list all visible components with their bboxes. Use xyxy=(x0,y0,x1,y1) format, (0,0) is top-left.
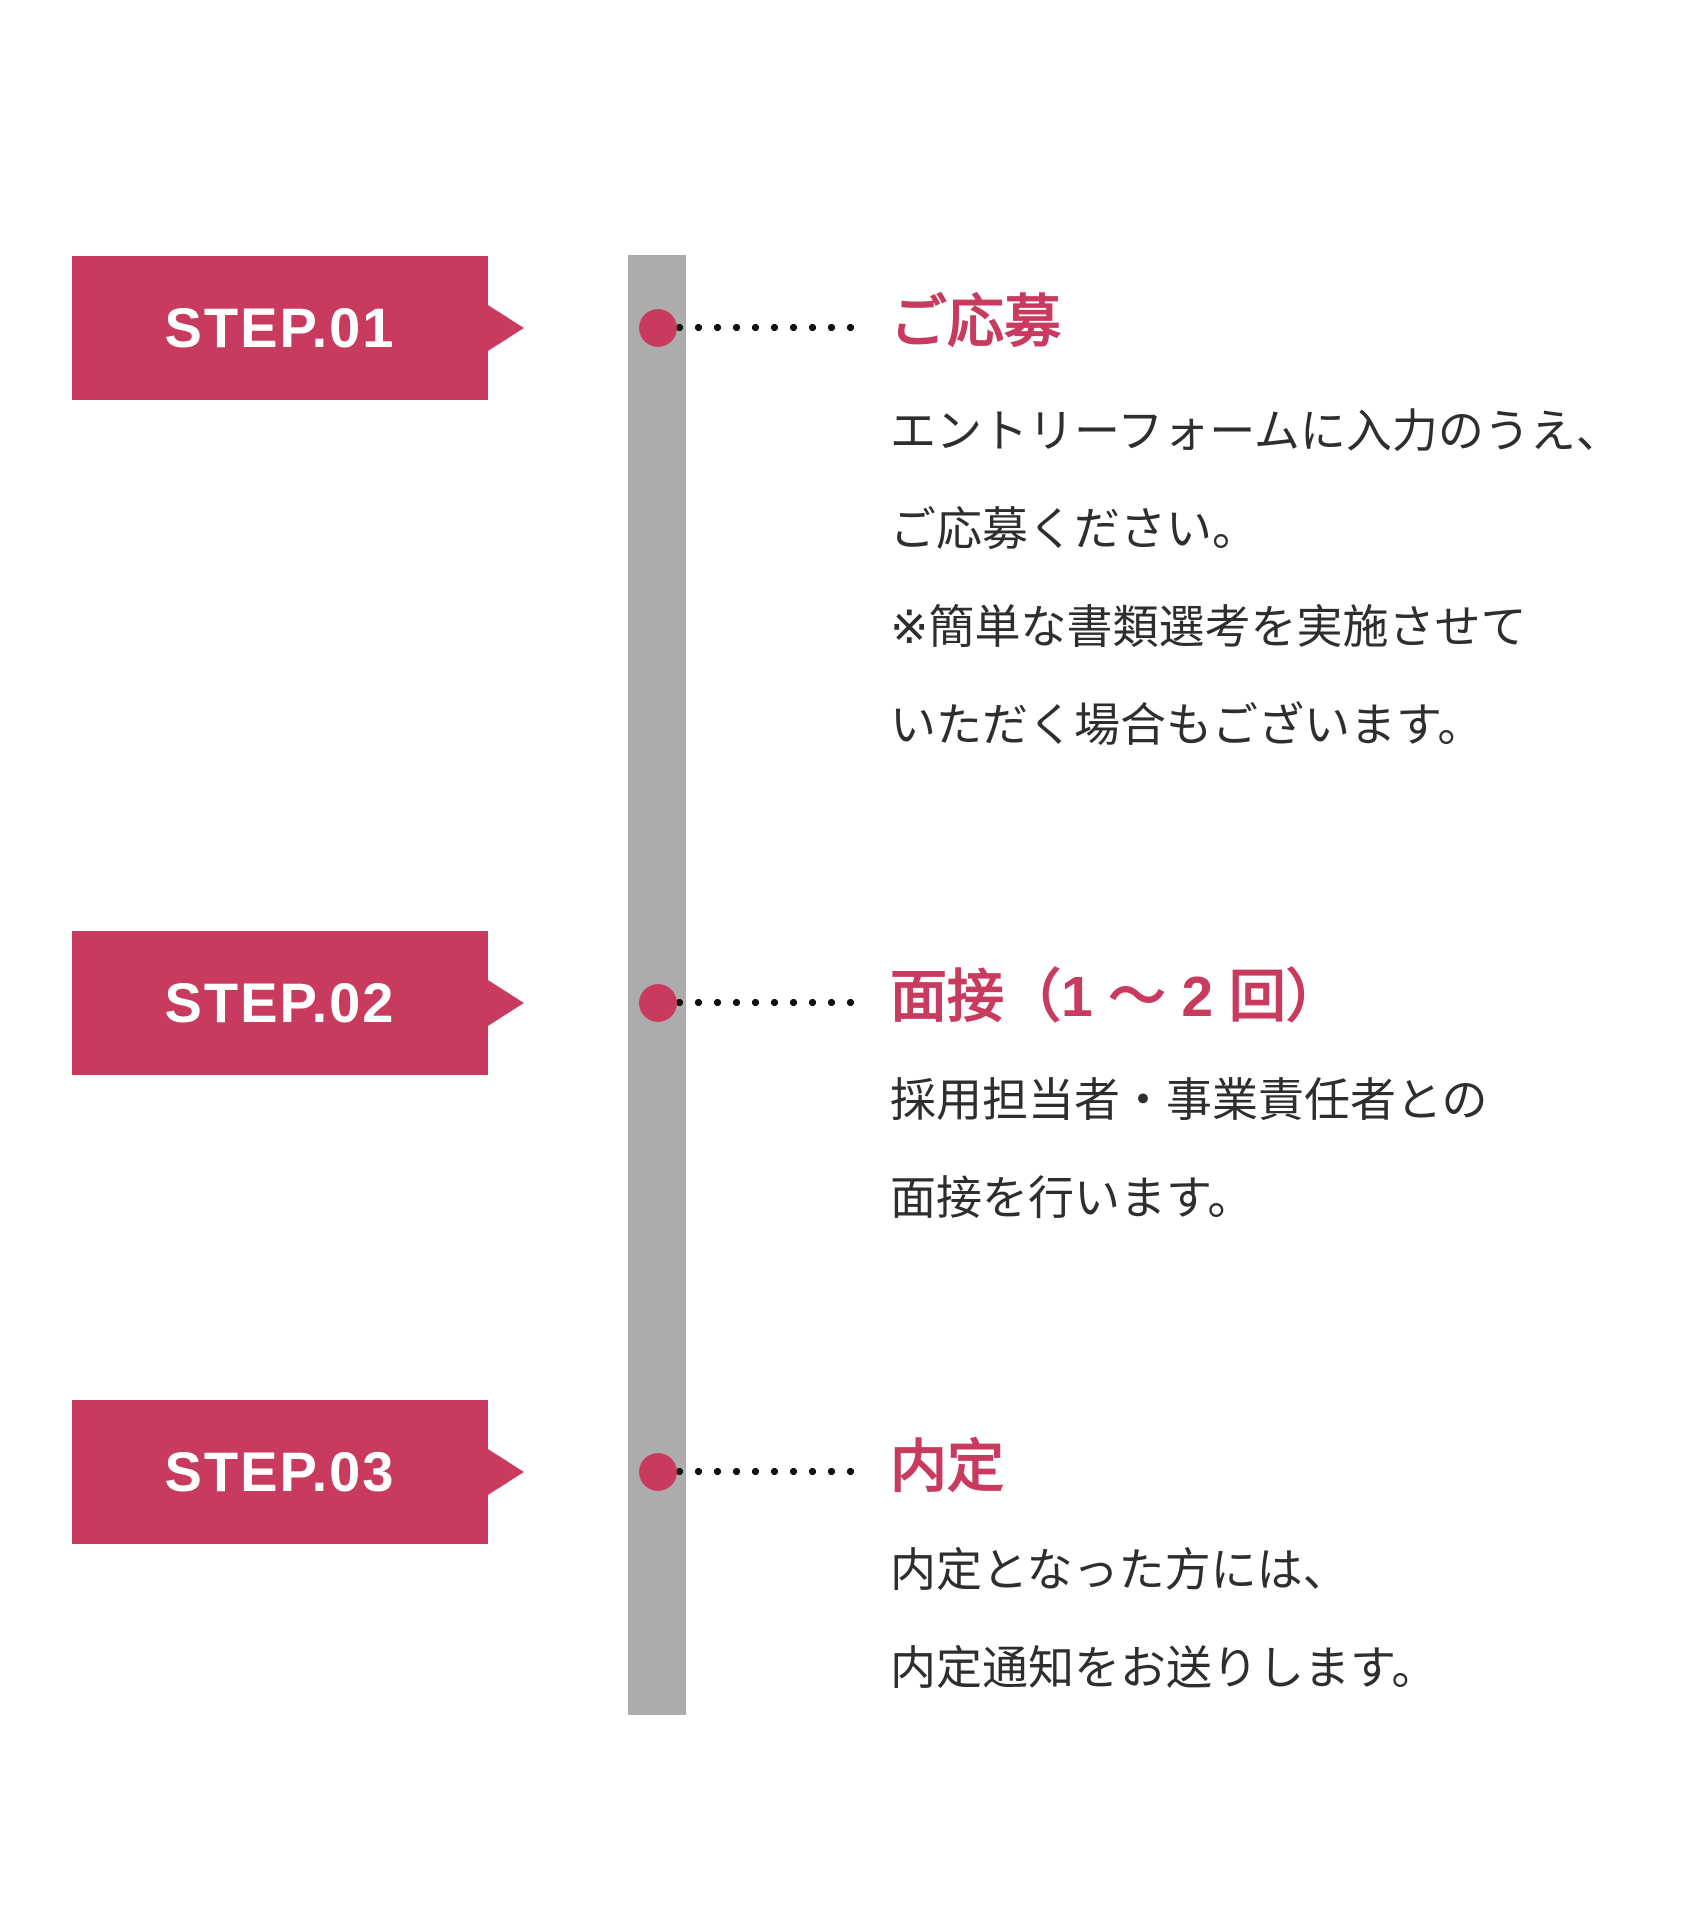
step-1-description: エントリーフォームに入力のうえ、 ご応募ください。 ※簡単な書類選考を実施させて… xyxy=(890,382,1622,774)
step-3-title: 内定 xyxy=(890,1435,1004,1499)
step-3-description: 内定となった方には、 内定通知をお送りします。 xyxy=(890,1521,1437,1717)
description-line: 採用担当者・事業責任者との xyxy=(890,1074,1488,1126)
dotted-leader-line xyxy=(676,1468,860,1475)
step-3-badge-label: STEP.03 xyxy=(164,1440,396,1503)
step-1-badge: STEP.01 xyxy=(72,256,524,400)
badge-arrow-icon xyxy=(488,305,524,351)
step-2-title: 面接（1 ～ 2 回） xyxy=(890,965,1343,1029)
step-2-badge-label: STEP.02 xyxy=(164,971,396,1034)
step-1-badge-label: STEP.01 xyxy=(164,296,396,359)
badge-arrow-icon xyxy=(488,1449,524,1495)
timeline-node-dot xyxy=(639,984,677,1022)
timeline-node-dot xyxy=(639,1453,677,1491)
step-1-title: ご応募 xyxy=(890,290,1061,354)
description-line: 内定となった方には、 xyxy=(890,1544,1349,1596)
description-line: 内定通知をお送りします。 xyxy=(890,1642,1438,1694)
badge-arrow-icon xyxy=(488,980,524,1026)
description-line: いただく場合もございます。 xyxy=(890,699,1484,751)
step-2-badge: STEP.02 xyxy=(72,931,524,1075)
dotted-leader-line xyxy=(676,324,860,331)
dotted-leader-line xyxy=(676,999,860,1006)
timeline-node-dot xyxy=(639,309,677,347)
description-line: 面接を行います。 xyxy=(890,1172,1254,1224)
description-line: ご応募ください。 xyxy=(890,503,1258,555)
description-line: ※簡単な書類選考を実施させて xyxy=(890,601,1527,653)
description-line: エントリーフォームに入力のうえ、 xyxy=(890,405,1622,457)
step-3-badge: STEP.03 xyxy=(72,1400,524,1544)
step-2-description: 採用担当者・事業責任者との 面接を行います。 xyxy=(890,1051,1488,1247)
